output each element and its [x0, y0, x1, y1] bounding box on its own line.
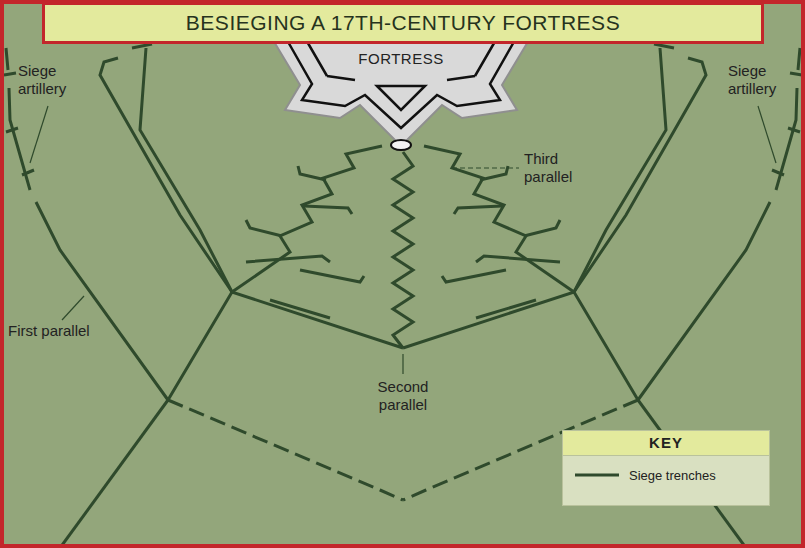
part-label: First parallel: [8, 322, 108, 340]
trench-right: [403, 44, 802, 548]
sap-zigzag: [393, 152, 413, 348]
trench-sample: [575, 474, 619, 477]
fortress-rampart: [287, 40, 515, 128]
legend-box: KEY Siege trenches: [562, 430, 770, 506]
title-text: BESIEGING A 17TH-CENTURY FORTRESS: [186, 11, 620, 35]
leader-line: [62, 296, 84, 320]
fortress-label: FORTRESS: [355, 50, 446, 67]
ravelin: [377, 86, 425, 110]
legend-header: KEY: [563, 431, 769, 456]
leader-line: [402, 354, 403, 374]
fortress-wall: [270, 0, 532, 146]
legend-heading: KEY: [563, 431, 769, 455]
part-label: Second parallel: [363, 378, 443, 414]
part-label: Siege artillery: [728, 62, 792, 98]
fortress-rampart: [305, 38, 497, 80]
leader-line: [30, 106, 48, 163]
part-label: Siege artillery: [18, 62, 82, 98]
legend-text: Siege trenches: [629, 468, 716, 483]
node-label-wrap: FORTRESS: [265, 50, 537, 68]
legend-row: Siege trenches: [575, 465, 716, 485]
leader-line: [758, 106, 776, 163]
leader-lines: [30, 106, 776, 374]
title-banner: BESIEGING A 17TH-CENTURY FORTRESS: [42, 2, 764, 44]
trench-left: [4, 44, 403, 548]
part-label: Third parallel: [524, 150, 596, 186]
legend-swatch: [575, 471, 619, 479]
leader-line: [452, 167, 519, 168]
gate: [391, 140, 411, 150]
